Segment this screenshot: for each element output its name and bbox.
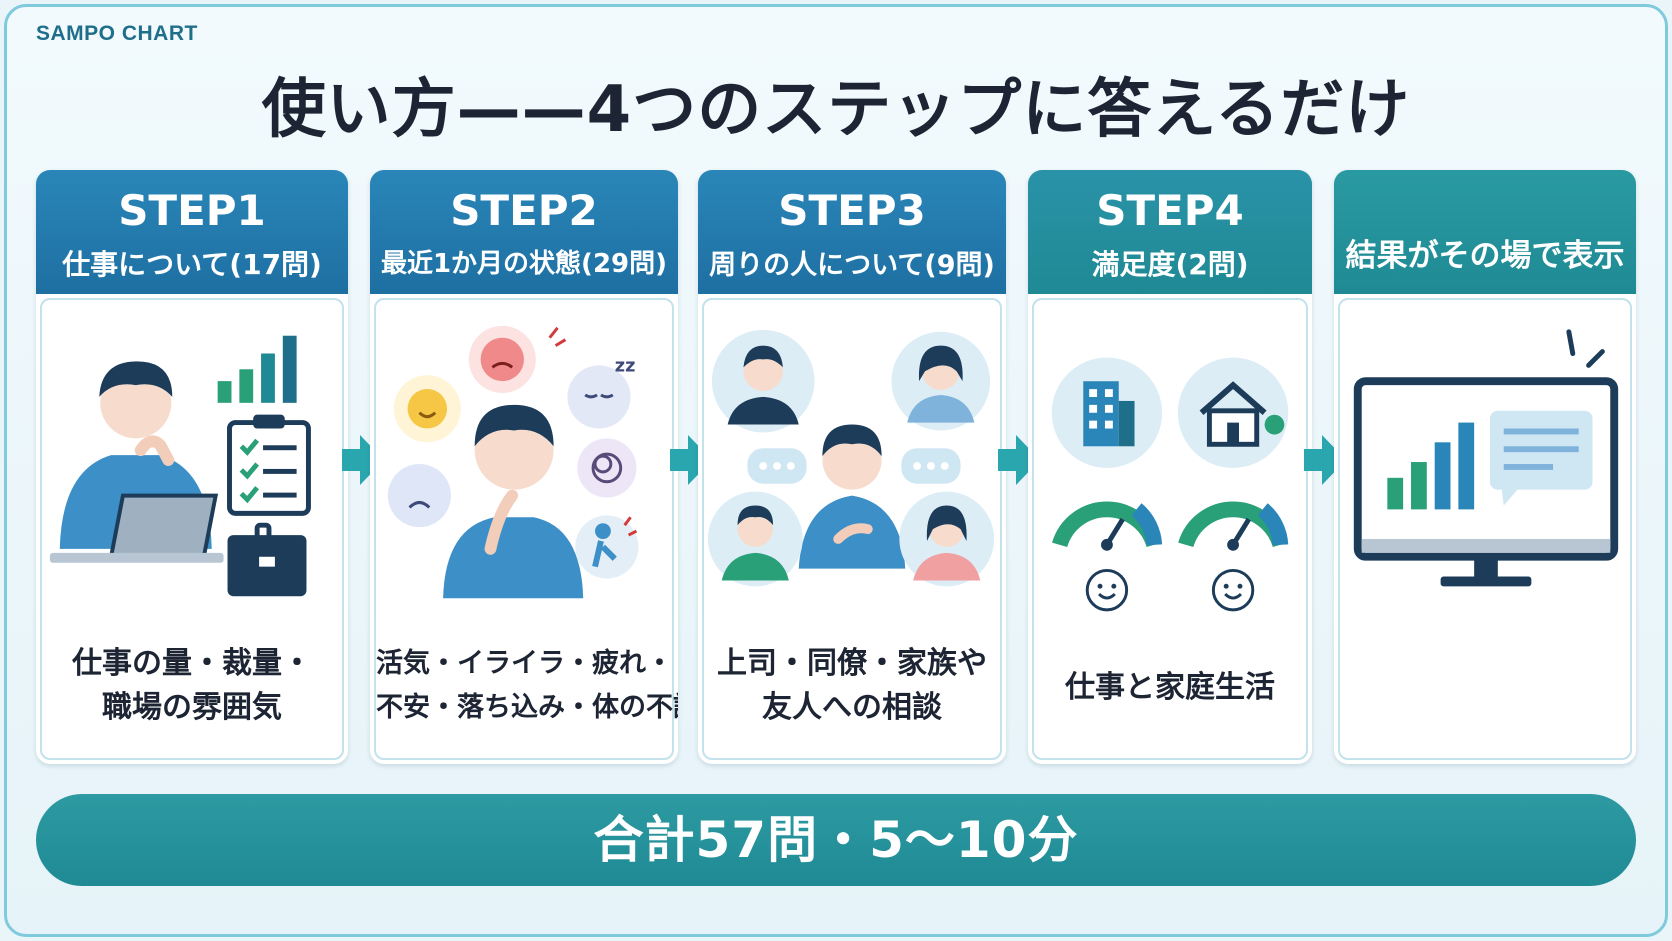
boss-avatar-icon [711,329,815,433]
desc-line-1: 活気・イライラ・疲れ・ [376,648,673,679]
result-card-header: 結果がその場で表示 [1334,170,1636,294]
moods-illustration: zz [387,325,639,599]
gauge-icon [1178,501,1289,612]
arrow-right-icon [1304,435,1346,485]
step-card-2-header: STEP2 最近1か月の状態(29問) [370,170,678,294]
brand-logo-text: SAMPO CHART [36,22,198,45]
desc-line-1: 仕事の量・裁量・ [72,646,312,681]
arrow-right-icon [342,435,384,485]
arrow-right-icon [998,435,1040,485]
desc-line-1: 仕事と家庭生活 [1065,670,1275,705]
step-card-1-body: 仕事の量・裁量・ 職場の雰囲気 [40,298,344,760]
house-icon [1177,357,1289,468]
satisfaction-illustration [1051,357,1289,612]
step-description: 仕事の量・裁量・ 職場の雰囲気 [42,642,342,730]
step-subtitle: 満足度(2問) [1091,248,1249,281]
step-description: 上司・同僚・家族や 友人への相談 [704,642,1000,730]
bar-chart-icon [217,335,297,403]
thinking-person-icon [443,404,584,599]
colleague-avatar-icon [891,331,991,431]
step-card-4-body: 仕事と家庭生活 [1032,298,1308,760]
step-description: 仕事と家庭生活 [1034,666,1306,710]
step-card-3-body: 上司・同僚・家族や 友人への相談 [702,298,1002,760]
step-card-1-header: STEP1 仕事について(17問) [36,170,348,294]
sad-face-icon [387,464,451,528]
friend-avatar-icon [899,491,995,587]
page-title: 使い方——4つのステップに答えるだけ [261,73,1411,147]
step-label: STEP2 [450,186,598,235]
arrow-right-icon [670,435,712,485]
desc-line-2: 職場の雰囲気 [102,690,282,725]
result-text-bubble-icon [1489,410,1593,506]
sleepy-face-icon: zz [567,356,636,429]
result-card: 結果がその場で表示 [1334,170,1636,764]
briefcase-icon [227,522,307,597]
total-summary-bar: 合計57問・5〜10分 [36,794,1636,886]
desc-line-2: 不安・落ち込み・体の不調 [376,692,678,723]
step-label: STEP4 [1096,186,1244,235]
step-card-1: STEP1 仕事について(17問) [36,170,348,764]
svg-text:zz: zz [615,356,636,376]
laptop-icon [49,493,224,563]
self-person-icon [798,424,906,569]
step-label: STEP3 [778,186,926,235]
step-subtitle: 最近1か月の状態(29問) [380,249,668,279]
step-subtitle: 仕事について(17問) [62,248,322,281]
result-label: 結果がその場で表示 [1345,238,1625,274]
sun-smile-icon [393,375,461,443]
desc-line-2: 友人への相談 [762,690,942,725]
step-card-3-header: STEP3 周りの人について(9問) [698,170,1006,294]
chat-bubble-icon [901,448,961,484]
result-card-body [1338,298,1632,760]
step-card-2: STEP2 最近1か月の状態(29問) zz [370,170,678,764]
step-card-2-body: zz 活 [374,298,678,760]
desc-line-1: 上司・同僚・家族や [717,646,987,681]
result-bar-chart-icon [1387,422,1475,510]
step-description: 活気・イライラ・疲れ・ 不安・落ち込み・体の不調 [376,642,678,730]
family-avatar-icon [707,491,803,587]
monitor-result-illustration [1353,329,1619,587]
people-consultation-illustration [707,329,995,587]
back-pain-icon [575,515,639,579]
step-card-3: STEP3 周りの人について(9問) [698,170,1006,764]
step-card-4: STEP4 満足度(2問) [1028,170,1312,764]
sparkle-icon [1566,329,1605,368]
step-label: STEP1 [118,186,266,235]
gauge-icon [1052,501,1163,612]
step-card-4-header: STEP4 満足度(2問) [1028,170,1312,294]
clipboard-icon [227,414,311,516]
office-building-icon [1051,357,1163,468]
tangled-thoughts-icon [577,438,637,498]
chat-bubble-icon [747,448,807,484]
step-subtitle: 周りの人について(9問) [709,250,995,281]
angry-face-icon [468,325,567,393]
person-laptop-illustration [49,335,311,597]
